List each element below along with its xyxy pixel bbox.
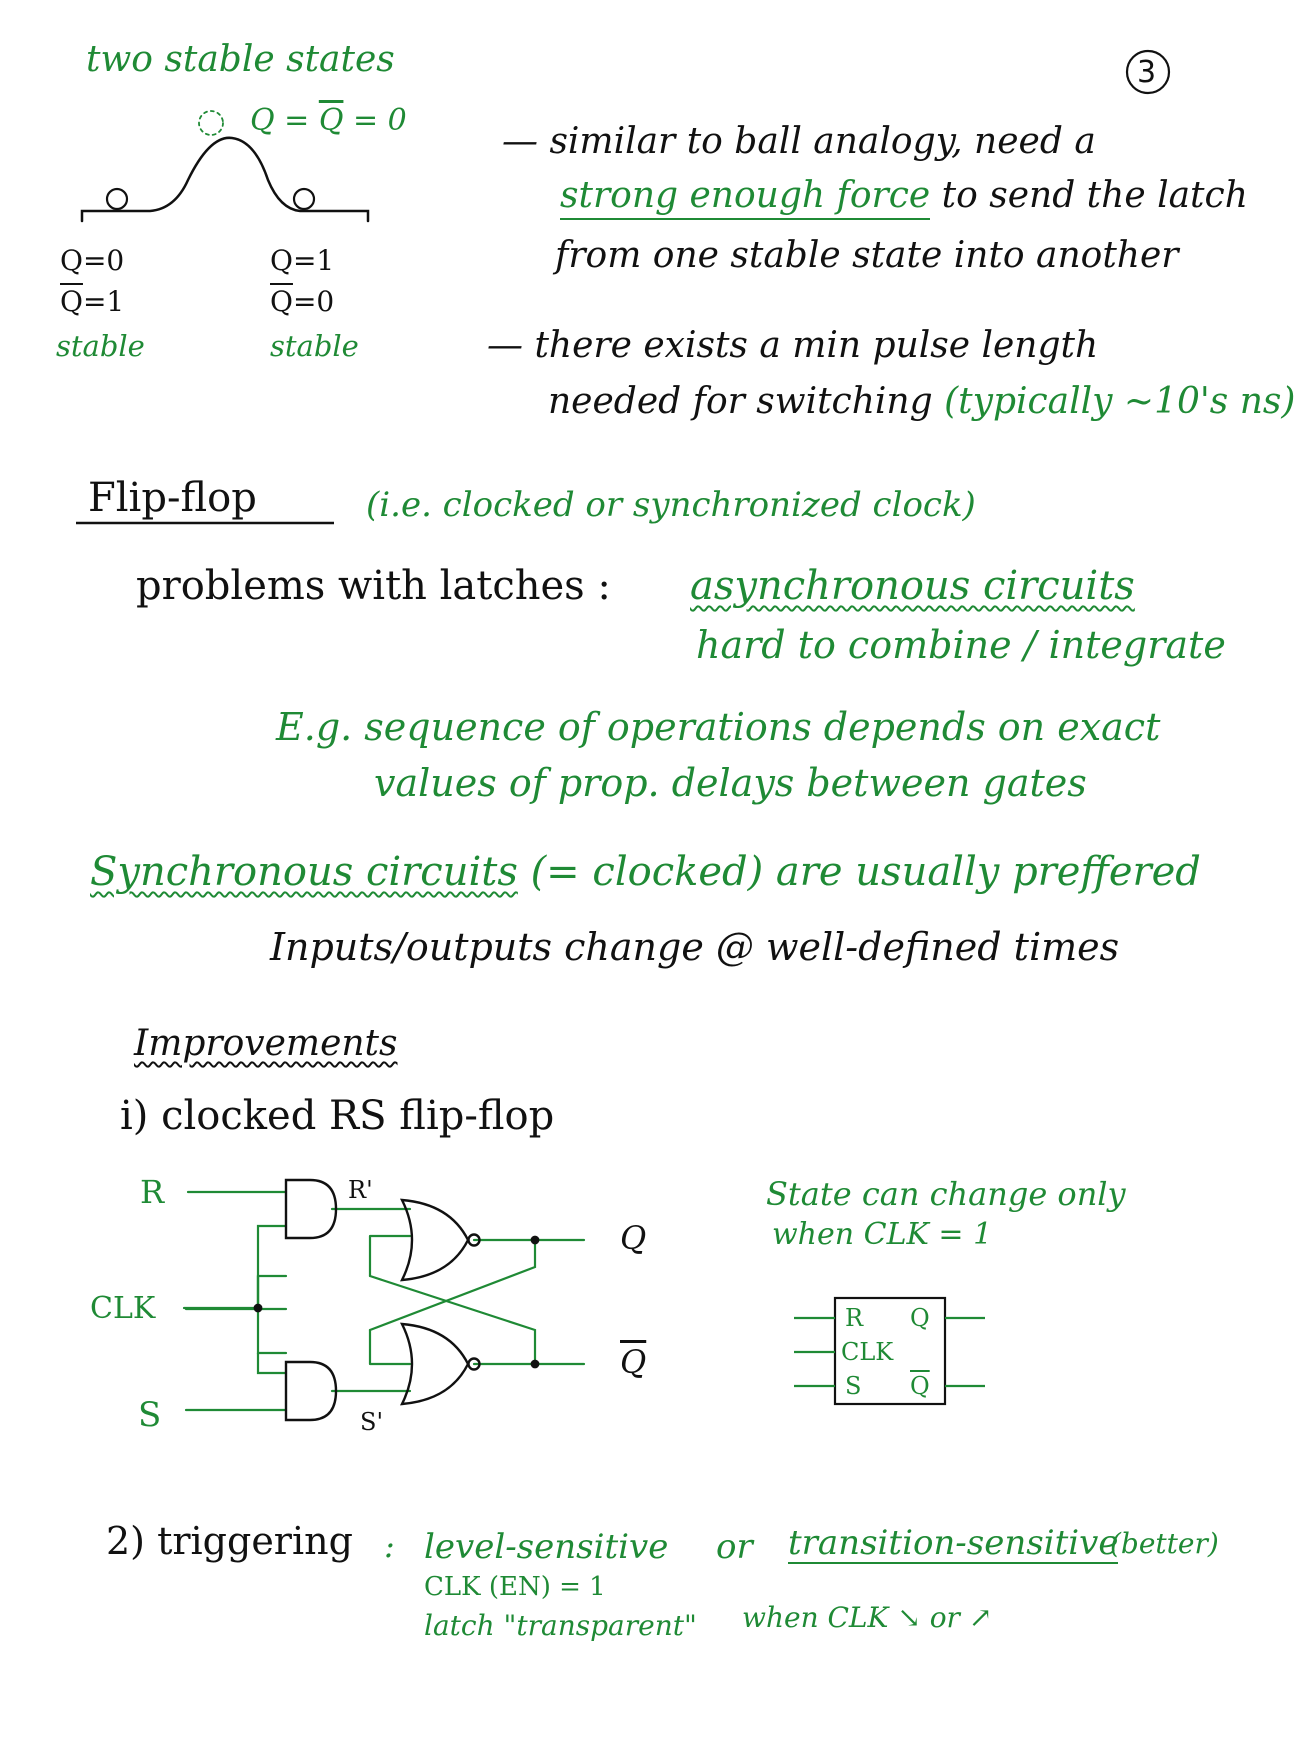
latch-transparent-note: latch "transparent": [424, 1609, 697, 1642]
block-clk-label: CLK: [841, 1338, 894, 1366]
nor-gate-top: [399, 1198, 470, 1282]
problems-with-latches: problems with latches :: [136, 563, 611, 609]
improvement-2-colon: :: [384, 1527, 395, 1565]
circuit-note-line-1: State can change only: [766, 1175, 1126, 1213]
circuit-note-line-2: when CLK = 1: [772, 1217, 993, 1252]
example-line-1: E.g. sequence of operations depends on e…: [276, 705, 1161, 749]
page-number: 3: [1137, 55, 1157, 90]
left-state-note: stable: [56, 329, 145, 363]
transition-sensitive: transition-sensitive: [788, 1523, 1119, 1564]
better-note: (better): [1110, 1527, 1219, 1560]
flipflop-block-symbol: [794, 1296, 985, 1406]
circuit-wires: [182, 1190, 586, 1412]
or-word: or: [716, 1527, 753, 1567]
r-prime-label: R': [348, 1176, 373, 1204]
hill-curve: [80, 136, 370, 223]
nor-bubble-bottom: [467, 1357, 481, 1371]
unstable-label-right: = 0: [343, 103, 407, 138]
unstable-label-bar: Q: [318, 103, 344, 138]
stable-states-heading: two stable states: [86, 39, 395, 80]
input-r-label: R: [140, 1173, 165, 1211]
right-state-q: Q=1: [270, 244, 335, 277]
output-q-label: Q: [620, 1219, 647, 1257]
left-state-q: Q=0: [60, 244, 125, 277]
block-r-label: R: [845, 1304, 864, 1332]
right-state-qbar: Q=0: [270, 288, 334, 316]
flipflop-subtitle: (i.e. clocked or synchronized clock): [366, 485, 976, 525]
left-qbar-value: =1: [82, 285, 125, 318]
sync-line: Synchronous circuits (= clocked) are usu…: [90, 852, 1201, 892]
ball-right: [292, 187, 316, 211]
right-qbar-value: =0: [292, 285, 335, 318]
when-clk-note: when CLK ↘ or ↗: [742, 1601, 993, 1634]
input-s-label: S: [138, 1395, 162, 1435]
and-gate-bottom: [284, 1360, 338, 1422]
improvement-2-label: 2) triggering: [106, 1519, 353, 1563]
bullet-1-highlight: strong enough force: [560, 175, 931, 220]
inputs-outputs-line: Inputs/outputs change @ well-defined tim…: [270, 925, 1120, 969]
block-s-label: S: [845, 1372, 862, 1400]
async-note: hard to combine / integrate: [696, 623, 1226, 667]
bullet-1-line-1: — similar to ball analogy, need a: [502, 121, 1096, 162]
ball-left: [105, 187, 129, 211]
output-qbar-label: Q: [620, 1343, 647, 1381]
bullet-2-line-2-text: needed for switching: [548, 381, 945, 422]
unstable-label-left: Q =: [250, 103, 319, 138]
bullet-2-line-2: needed for switching (typically ~10's ns…: [548, 384, 1295, 420]
bullet-1-line-2-rest: to send the latch: [930, 175, 1248, 216]
flipflop-title: Flip-flop: [88, 475, 257, 521]
level-sensitive: level-sensitive: [424, 1527, 669, 1567]
right-state-note: stable: [270, 329, 359, 363]
left-qbar-symbol: Q: [60, 285, 83, 318]
clk-input-label: CLK: [90, 1291, 156, 1326]
circuit-gates: [253, 1178, 540, 1422]
bullet-1-line-3: from one stable state into another: [555, 235, 1179, 276]
s-prime-label: S': [360, 1408, 384, 1436]
block-wires: [794, 1316, 985, 1388]
page-number-circle: [1125, 49, 1171, 95]
and-gate-top: [284, 1178, 338, 1240]
block-qbar-label: Q: [910, 1372, 930, 1400]
example-line-2: values of prop. delays between gates: [374, 761, 1087, 805]
nor-gate-bottom: [399, 1322, 470, 1406]
improvement-1: i) clocked RS flip-flop: [120, 1093, 555, 1139]
left-state-qbar: Q=1: [60, 288, 124, 316]
sync-rest: (= clocked) are usually preffered: [517, 849, 1201, 895]
ball-top-unstable: [198, 110, 224, 136]
nor-bubble-top: [467, 1233, 481, 1247]
clk-en-note: CLK (EN) = 1: [424, 1572, 606, 1602]
bullet-1-line-2: strong enough force to send the latch: [560, 175, 1248, 220]
bullet-2-note: (typically ~10's ns): [944, 381, 1295, 422]
block-q-label: Q: [910, 1304, 930, 1332]
synchronous-circuits: Synchronous circuits: [90, 849, 518, 895]
right-qbar-symbol: Q: [270, 285, 293, 318]
improvements-title: Improvements: [134, 1023, 398, 1064]
unstable-state-label: Q = Q = 0: [250, 106, 407, 136]
asynchronous-circuits: asynchronous circuits: [690, 563, 1135, 609]
energy-hill-diagram: [80, 110, 370, 223]
bullet-2-line-1: — there exists a min pulse length: [487, 325, 1099, 366]
